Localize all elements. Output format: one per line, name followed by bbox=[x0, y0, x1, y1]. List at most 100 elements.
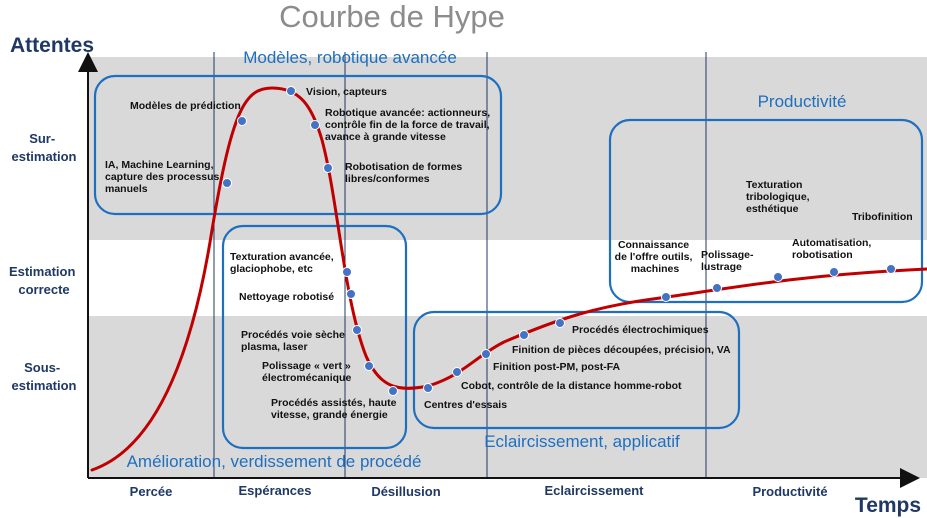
item-texturation-avancee-line-1: Texturation avancée, bbox=[230, 251, 334, 263]
item-texturation-tribologique-line-3: esthétique bbox=[746, 203, 799, 215]
item-robotique-avancee-line-2: contrôle fin de la force de travail, bbox=[325, 119, 490, 131]
item-polissage-lustrage-line-1: Polissage- bbox=[701, 249, 754, 261]
item-automatisation: Automatisation, robotisation bbox=[792, 237, 874, 261]
group-title-improvement: Amélioration, verdissement de procédé bbox=[127, 452, 422, 471]
item-tribofinition: Tribofinition bbox=[852, 211, 913, 223]
item-vision-capteurs-line-1: Vision, capteurs bbox=[306, 86, 387, 98]
item-automatisation-line-1: Automatisation, bbox=[792, 237, 871, 249]
item-robotique-avancee: Robotique avancée: actionneurs, contrôle… bbox=[325, 107, 493, 143]
marker-cobot bbox=[452, 367, 462, 377]
item-modeles-prediction-line-1: Modèles de prédiction bbox=[130, 100, 241, 112]
marker-robotisation-formes bbox=[323, 163, 333, 173]
item-texturation-tribologique-line-1: Texturation bbox=[746, 179, 802, 191]
marker-modeles-prediction bbox=[237, 116, 247, 126]
item-ia-machine-learning-line-1: IA, Machine Learning, bbox=[105, 159, 214, 171]
y-axis-label: Attentes bbox=[10, 34, 94, 57]
item-nettoyage-robotise-line-1: Nettoyage robotisé bbox=[239, 291, 334, 303]
hype-curve bbox=[90, 86, 927, 472]
level-underestimation-line-2: estimation bbox=[11, 378, 76, 393]
group-box-improvement bbox=[221, 224, 408, 450]
marker-vision-capteurs bbox=[286, 86, 296, 96]
level-overestimation-line-2: estimation bbox=[11, 149, 76, 164]
band-correct bbox=[88, 240, 927, 316]
item-tribofinition-line-1: Tribofinition bbox=[852, 211, 913, 223]
marker-ia-machine-learning bbox=[222, 178, 232, 188]
item-nettoyage-robotise: Nettoyage robotisé bbox=[239, 291, 334, 303]
marker-robotique-avancee bbox=[310, 120, 320, 130]
item-finition-post-pm-line-1: Finition post-PM, post-FA bbox=[493, 361, 621, 373]
phase-desillusion: Désillusion bbox=[371, 484, 440, 499]
technology-labels: IA, Machine Learning, capture des proces… bbox=[105, 86, 913, 421]
item-robotisation-formes-line-2: libres/conformes bbox=[345, 173, 430, 185]
marker-finition-post-pm bbox=[481, 349, 491, 359]
item-procedes-assistes-line-2: vitesse, grande énergie bbox=[271, 409, 388, 421]
item-connaissance-offre: Connaissance de l'offre outils, machines bbox=[615, 239, 696, 275]
item-finition-pieces: Finition de pièces découpées, précision,… bbox=[512, 344, 731, 356]
item-voie-seche: Procédés voie sèche plasma, laser bbox=[241, 329, 348, 353]
item-cobot-line-1: Cobot, contrôle de la distance homme-rob… bbox=[461, 380, 682, 392]
level-correct-line-2: correcte bbox=[18, 282, 69, 297]
marker-centres-essais bbox=[423, 383, 433, 393]
group-box-clarification bbox=[412, 310, 741, 430]
group-box-productivity bbox=[608, 118, 924, 304]
item-connaissance-offre-line-3: machines bbox=[631, 263, 680, 275]
marker-procedes-electrochimiques bbox=[555, 318, 565, 328]
item-polissage-lustrage-line-2: lustrage bbox=[701, 261, 742, 273]
phase-percee: Percée bbox=[130, 484, 173, 499]
level-correct-line-1: Estimation bbox=[9, 264, 76, 279]
group-box-advanced-models bbox=[93, 74, 503, 216]
level-underestimation-line-1: Sous- bbox=[24, 360, 60, 375]
item-vision-capteurs: Vision, capteurs bbox=[306, 86, 387, 98]
item-robotique-avancee-line-3: avance à grande vitesse bbox=[325, 131, 446, 143]
phase-esperances: Espérances bbox=[239, 483, 312, 498]
item-procedes-assistes: Procédés assistés, haute vitesse, grande… bbox=[271, 397, 399, 421]
x-axis-label: Temps bbox=[855, 494, 921, 517]
item-texturation-avancee: Texturation avancée, glaciophobe, etc bbox=[230, 251, 337, 275]
level-overestimation-line-1: Sur- bbox=[29, 131, 55, 146]
marker-connaissance-offre bbox=[661, 292, 671, 302]
level-correct: Estimation correcte bbox=[9, 264, 79, 297]
item-ia-machine-learning-line-2: capture des processus bbox=[105, 171, 220, 183]
marker-polissage-lustrage bbox=[712, 283, 722, 293]
marker-nettoyage-robotise bbox=[346, 289, 356, 299]
item-modeles-prediction: Modèles de prédiction bbox=[130, 100, 241, 112]
item-centres-essais: Centres d'essais bbox=[424, 399, 507, 411]
item-texturation-avancee-line-2: glaciophobe, etc bbox=[230, 263, 313, 275]
level-underestimation: Sous- estimation bbox=[11, 360, 76, 393]
item-connaissance-offre-line-1: Connaissance bbox=[618, 239, 689, 251]
item-automatisation-line-2: robotisation bbox=[792, 249, 853, 261]
marker-tribofinition bbox=[886, 264, 896, 274]
band-underestimation bbox=[88, 316, 927, 478]
marker-voie-seche bbox=[352, 325, 362, 335]
group-title-advanced-models: Modèles, robotique avancée bbox=[243, 48, 457, 67]
item-centres-essais-line-1: Centres d'essais bbox=[424, 399, 507, 411]
marker-procedes-assistes bbox=[388, 386, 398, 396]
item-texturation-tribologique-line-2: tribologique, bbox=[746, 191, 810, 203]
level-labels: Sur- estimation Estimation correcte Sous… bbox=[9, 131, 79, 393]
item-ia-machine-learning: IA, Machine Learning, capture des proces… bbox=[105, 159, 222, 195]
level-overestimation: Sur- estimation bbox=[11, 131, 76, 164]
item-robotisation-formes: Robotisation de formes libres/conformes bbox=[345, 161, 465, 185]
item-finition-post-pm: Finition post-PM, post-FA bbox=[493, 361, 621, 373]
item-ia-machine-learning-line-3: manuels bbox=[105, 183, 148, 195]
marker-texturation-avancee bbox=[342, 267, 352, 277]
marker-automatisation bbox=[829, 267, 839, 277]
item-procedes-assistes-line-1: Procédés assistés, haute bbox=[271, 397, 397, 409]
phase-productivite: Productivité bbox=[752, 484, 827, 499]
technology-markers bbox=[222, 86, 896, 396]
item-polissage-lustrage: Polissage- lustrage bbox=[701, 249, 756, 273]
item-procedes-electrochimiques: Procédés électrochimiques bbox=[572, 324, 709, 336]
group-title-clarification: Eclaircissement, applicatif bbox=[484, 432, 680, 451]
phase-eclaircissement: Eclaircissement bbox=[544, 483, 644, 498]
item-robotisation-formes-line-1: Robotisation de formes bbox=[345, 161, 462, 173]
item-polissage-vert-line-2: électromécanique bbox=[262, 372, 351, 384]
diagram-title: Courbe de Hype bbox=[279, 0, 505, 34]
item-voie-seche-line-1: Procédés voie sèche bbox=[241, 329, 345, 341]
item-polissage-vert-line-1: Polissage « vert » bbox=[262, 360, 351, 372]
item-procedes-electrochimiques-line-1: Procédés électrochimiques bbox=[572, 324, 709, 336]
phase-labels: Percée Espérances Désillusion Eclairciss… bbox=[130, 483, 828, 499]
marker-finition-pieces bbox=[519, 330, 529, 340]
item-cobot: Cobot, contrôle de la distance homme-rob… bbox=[461, 380, 682, 392]
